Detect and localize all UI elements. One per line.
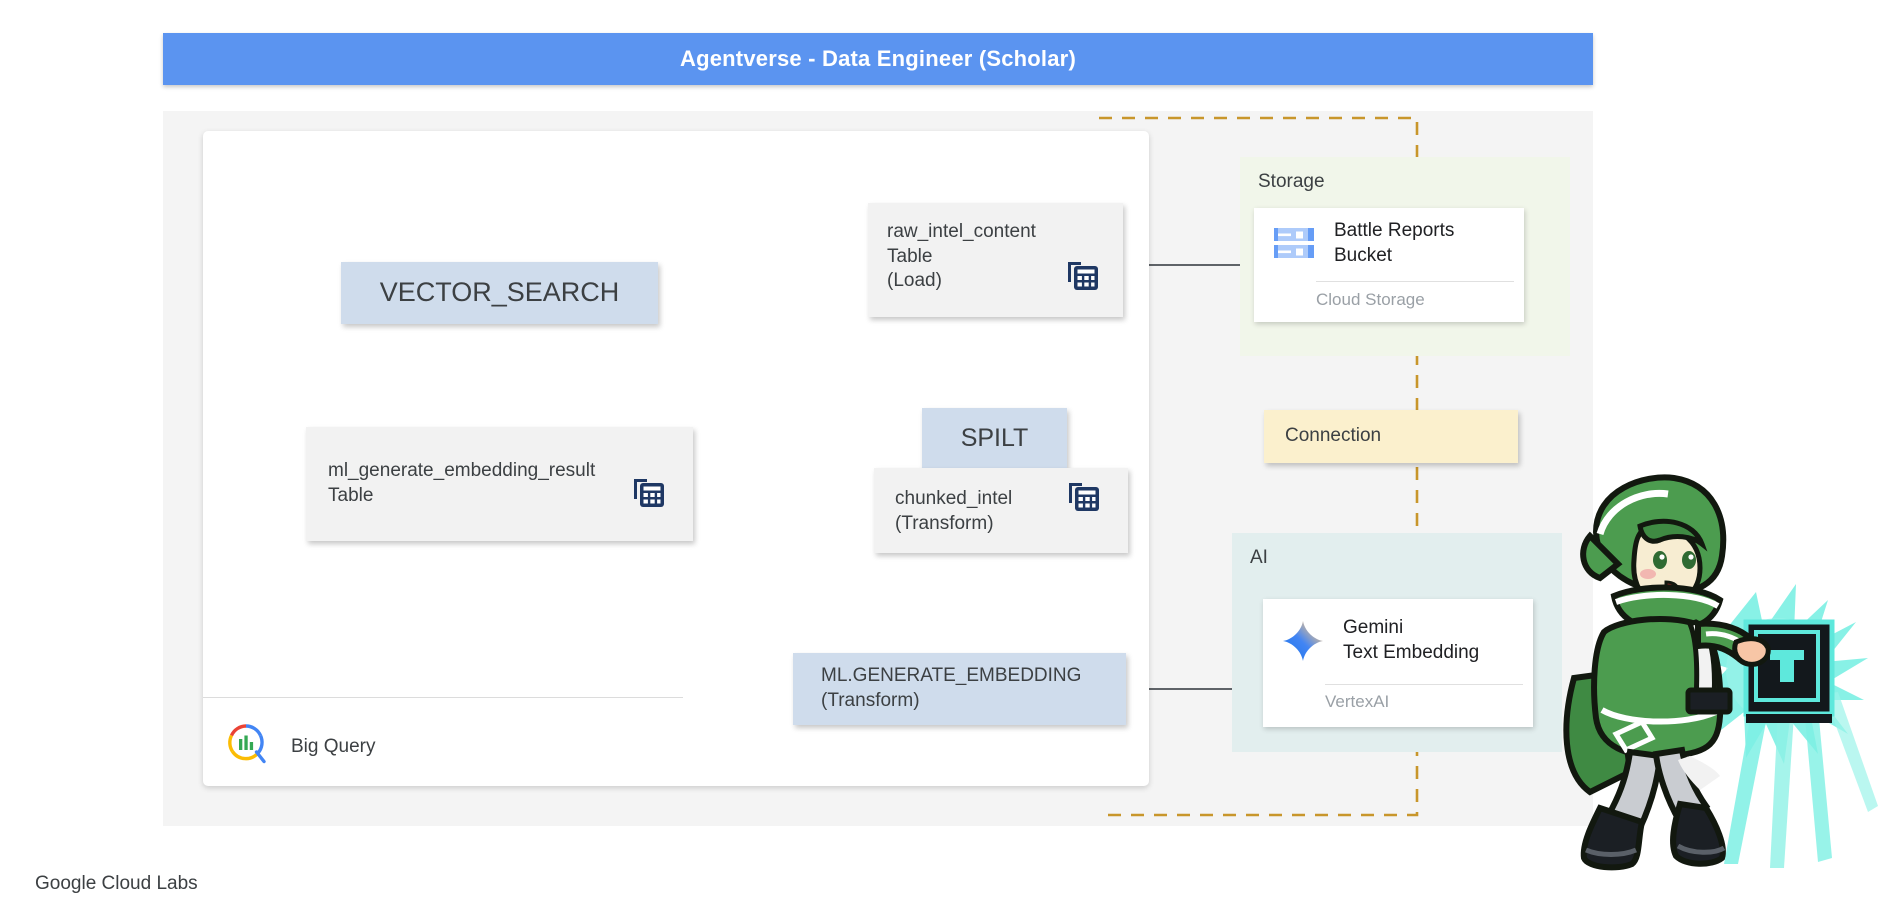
node-connection-label: Connection	[1285, 425, 1382, 447]
table-icon	[631, 475, 667, 516]
node-chunked-intel-label: chunked_intel (Transform)	[895, 488, 1013, 534]
card-divider	[1316, 281, 1514, 282]
page-title-bar: Agentverse - Data Engineer (Scholar)	[163, 33, 1593, 85]
gemini-sparkle-icon	[1263, 618, 1343, 664]
bigquery-label: Big Query	[291, 735, 376, 757]
card-gemini-title: Gemini Text Embedding	[1343, 617, 1480, 663]
node-spilt[interactable]: SPILT	[922, 408, 1067, 468]
table-icon	[1066, 479, 1102, 520]
card-main: Gemini Text Embedding	[1263, 599, 1533, 683]
node-raw-intel-content[interactable]: raw_intel_content Table (Load)	[868, 203, 1123, 317]
node-spilt-label: SPILT	[960, 423, 1029, 452]
cloud-storage-bucket-icon	[1254, 226, 1334, 262]
node-vector-search-label: VECTOR_SEARCH	[379, 277, 620, 308]
scholar-sprite	[1563, 474, 1878, 871]
bigquery-divider	[203, 697, 683, 698]
card-battle-reports-bucket-title: Battle Reports Bucket	[1334, 220, 1455, 266]
spellbook-icon	[1743, 619, 1835, 723]
node-connection[interactable]: Connection	[1264, 410, 1518, 463]
card-main: Battle Reports Bucket	[1254, 208, 1524, 280]
node-chunked-intel[interactable]: chunked_intel (Transform)	[874, 468, 1128, 553]
node-vector-search[interactable]: VECTOR_SEARCH	[341, 262, 658, 324]
page-title: Agentverse - Data Engineer (Scholar)	[680, 46, 1076, 71]
node-embedding-result-table[interactable]: ml_generate_embedding_result Table	[306, 427, 693, 541]
node-raw-intel-content-label: raw_intel_content Table (Load)	[887, 221, 1036, 292]
group-storage-title: Storage	[1258, 171, 1325, 192]
node-embedding-result-table-label: ml_generate_embedding_result Table	[328, 460, 596, 506]
node-ml-generate-embedding[interactable]: ML.GENERATE_EMBEDDING (Transform)	[793, 653, 1126, 725]
bigquery-logo-icon	[223, 721, 269, 772]
card-gemini-text-embedding[interactable]: Gemini Text Embedding VertexAI	[1263, 599, 1533, 727]
card-gemini-subtitle: VertexAI	[1325, 692, 1390, 711]
card-battle-reports-bucket-subtitle: Cloud Storage	[1316, 290, 1425, 309]
group-ai-title: AI	[1250, 547, 1268, 568]
bigquery-footer: Big Query	[223, 721, 375, 772]
card-battle-reports-bucket[interactable]: Battle Reports Bucket Cloud Storage	[1254, 208, 1524, 322]
table-icon	[1065, 258, 1101, 299]
card-divider	[1325, 684, 1523, 685]
node-ml-generate-embedding-label: ML.GENERATE_EMBEDDING (Transform)	[821, 665, 1082, 711]
footer-label: Google Cloud Labs	[35, 873, 198, 894]
